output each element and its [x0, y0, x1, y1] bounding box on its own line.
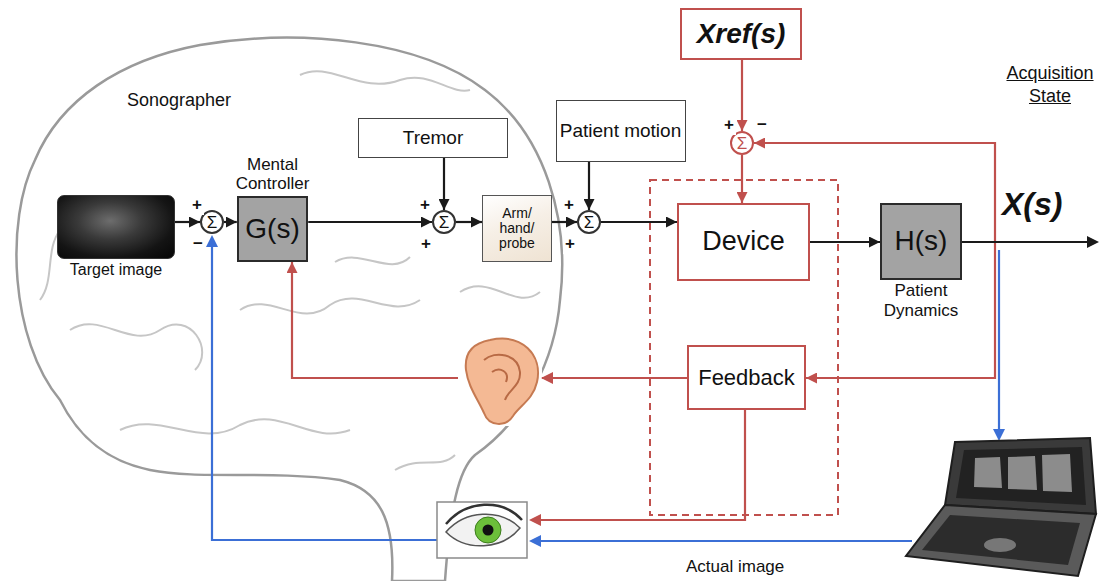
node-text: Device: [702, 226, 785, 257]
actual-image-wire: [540, 540, 912, 542]
connector: [308, 221, 432, 223]
node-text: H(s): [895, 225, 948, 257]
gyrus: [460, 286, 540, 298]
node-text: Σ: [207, 214, 218, 231]
eye-white: [446, 514, 520, 546]
laptop-base: [906, 505, 1096, 576]
connector: [456, 221, 482, 223]
signal-label: Actual image: [684, 557, 786, 577]
plant-block: H(s)Patient Dynamics: [880, 203, 962, 280]
disturbance-box: Tremor: [358, 118, 508, 158]
gyrus: [70, 324, 202, 370]
gyrus: [240, 299, 420, 314]
eye-iris: [475, 517, 501, 543]
actual-image-arrowhead: [529, 535, 541, 547]
image-arrowhead: [993, 429, 1005, 441]
visual-feedback-wire: [212, 247, 437, 540]
device-box: Device: [677, 203, 810, 281]
sign-label: +: [418, 195, 432, 215]
target-image: Target image: [57, 195, 175, 259]
connector: [175, 221, 200, 223]
sign-label: +: [190, 195, 204, 215]
ear-inner: [484, 355, 520, 400]
image-wire: [998, 250, 1000, 430]
state-label: Acquisition State: [998, 62, 1102, 107]
sign-label: +: [419, 234, 433, 254]
ear-arrowhead: [541, 372, 553, 384]
output-wire: [962, 241, 1088, 243]
laptop-keyboard: [922, 515, 1080, 565]
sign-label: +: [722, 115, 736, 135]
node-text: Arm/ hand/ probe: [494, 206, 540, 251]
laptop-display: [956, 447, 1086, 505]
node-text: Patient motion: [560, 120, 681, 142]
node-caption: Patient Dynamics: [868, 281, 974, 320]
sign-label: +: [563, 234, 577, 254]
disturbance-box: Patient motion: [556, 100, 686, 162]
eye-frame: [437, 502, 527, 558]
visual-feedback-arrowhead: [206, 235, 218, 247]
connector: [224, 221, 237, 223]
connector: [741, 60, 743, 131]
reference-box: Xref(s): [680, 8, 802, 60]
node-text: Tremor: [403, 127, 464, 149]
node-text: Σ: [737, 135, 748, 152]
node-text: Feedback: [698, 365, 795, 390]
node-text: Σ: [439, 214, 450, 231]
summing-junction: Σ: [432, 210, 456, 234]
gyrus: [120, 419, 350, 433]
connector: [443, 158, 445, 210]
feedback-visual-wire: [540, 410, 745, 520]
eye-lash: [446, 505, 522, 524]
connector: [741, 155, 743, 203]
laptop-screen: [945, 438, 1096, 514]
sign-label: +: [562, 195, 576, 215]
gyrus: [335, 257, 410, 264]
brain-outline: [16, 38, 562, 581]
feedback-visual-arrowhead: [529, 514, 541, 526]
node-text: Xref(s): [697, 18, 786, 50]
eye-pupil: [483, 525, 494, 536]
connector: [552, 221, 577, 223]
connector: [810, 241, 880, 243]
ear-patch: [458, 334, 542, 426]
sign-label: −: [755, 115, 769, 135]
node-caption: Mental Controller: [225, 155, 320, 194]
node-caption: Target image: [44, 261, 188, 279]
gyrus: [300, 71, 470, 90]
summing-junction: Σ: [577, 210, 601, 234]
controller-block: Mental ControllerG(s): [237, 196, 308, 262]
node-text: G(s): [245, 213, 299, 245]
output-signal-label: X(s): [1000, 186, 1064, 223]
arm-hand-probe-box: Arm/ hand/ probe: [482, 195, 552, 262]
connector: [601, 221, 677, 223]
laptop-panels: [974, 454, 1072, 492]
node-text: Σ: [584, 214, 595, 231]
actor-label: Sonographer: [125, 90, 233, 111]
summing-junction: Σ: [730, 131, 754, 155]
connector: [588, 162, 590, 210]
sign-label: −: [191, 234, 205, 254]
ear-icon: [466, 339, 538, 424]
gyrus: [395, 455, 455, 470]
feedback-box: Feedback: [687, 345, 806, 410]
laptop-trackball: [984, 538, 1016, 552]
output-arrowhead: [1087, 236, 1099, 248]
